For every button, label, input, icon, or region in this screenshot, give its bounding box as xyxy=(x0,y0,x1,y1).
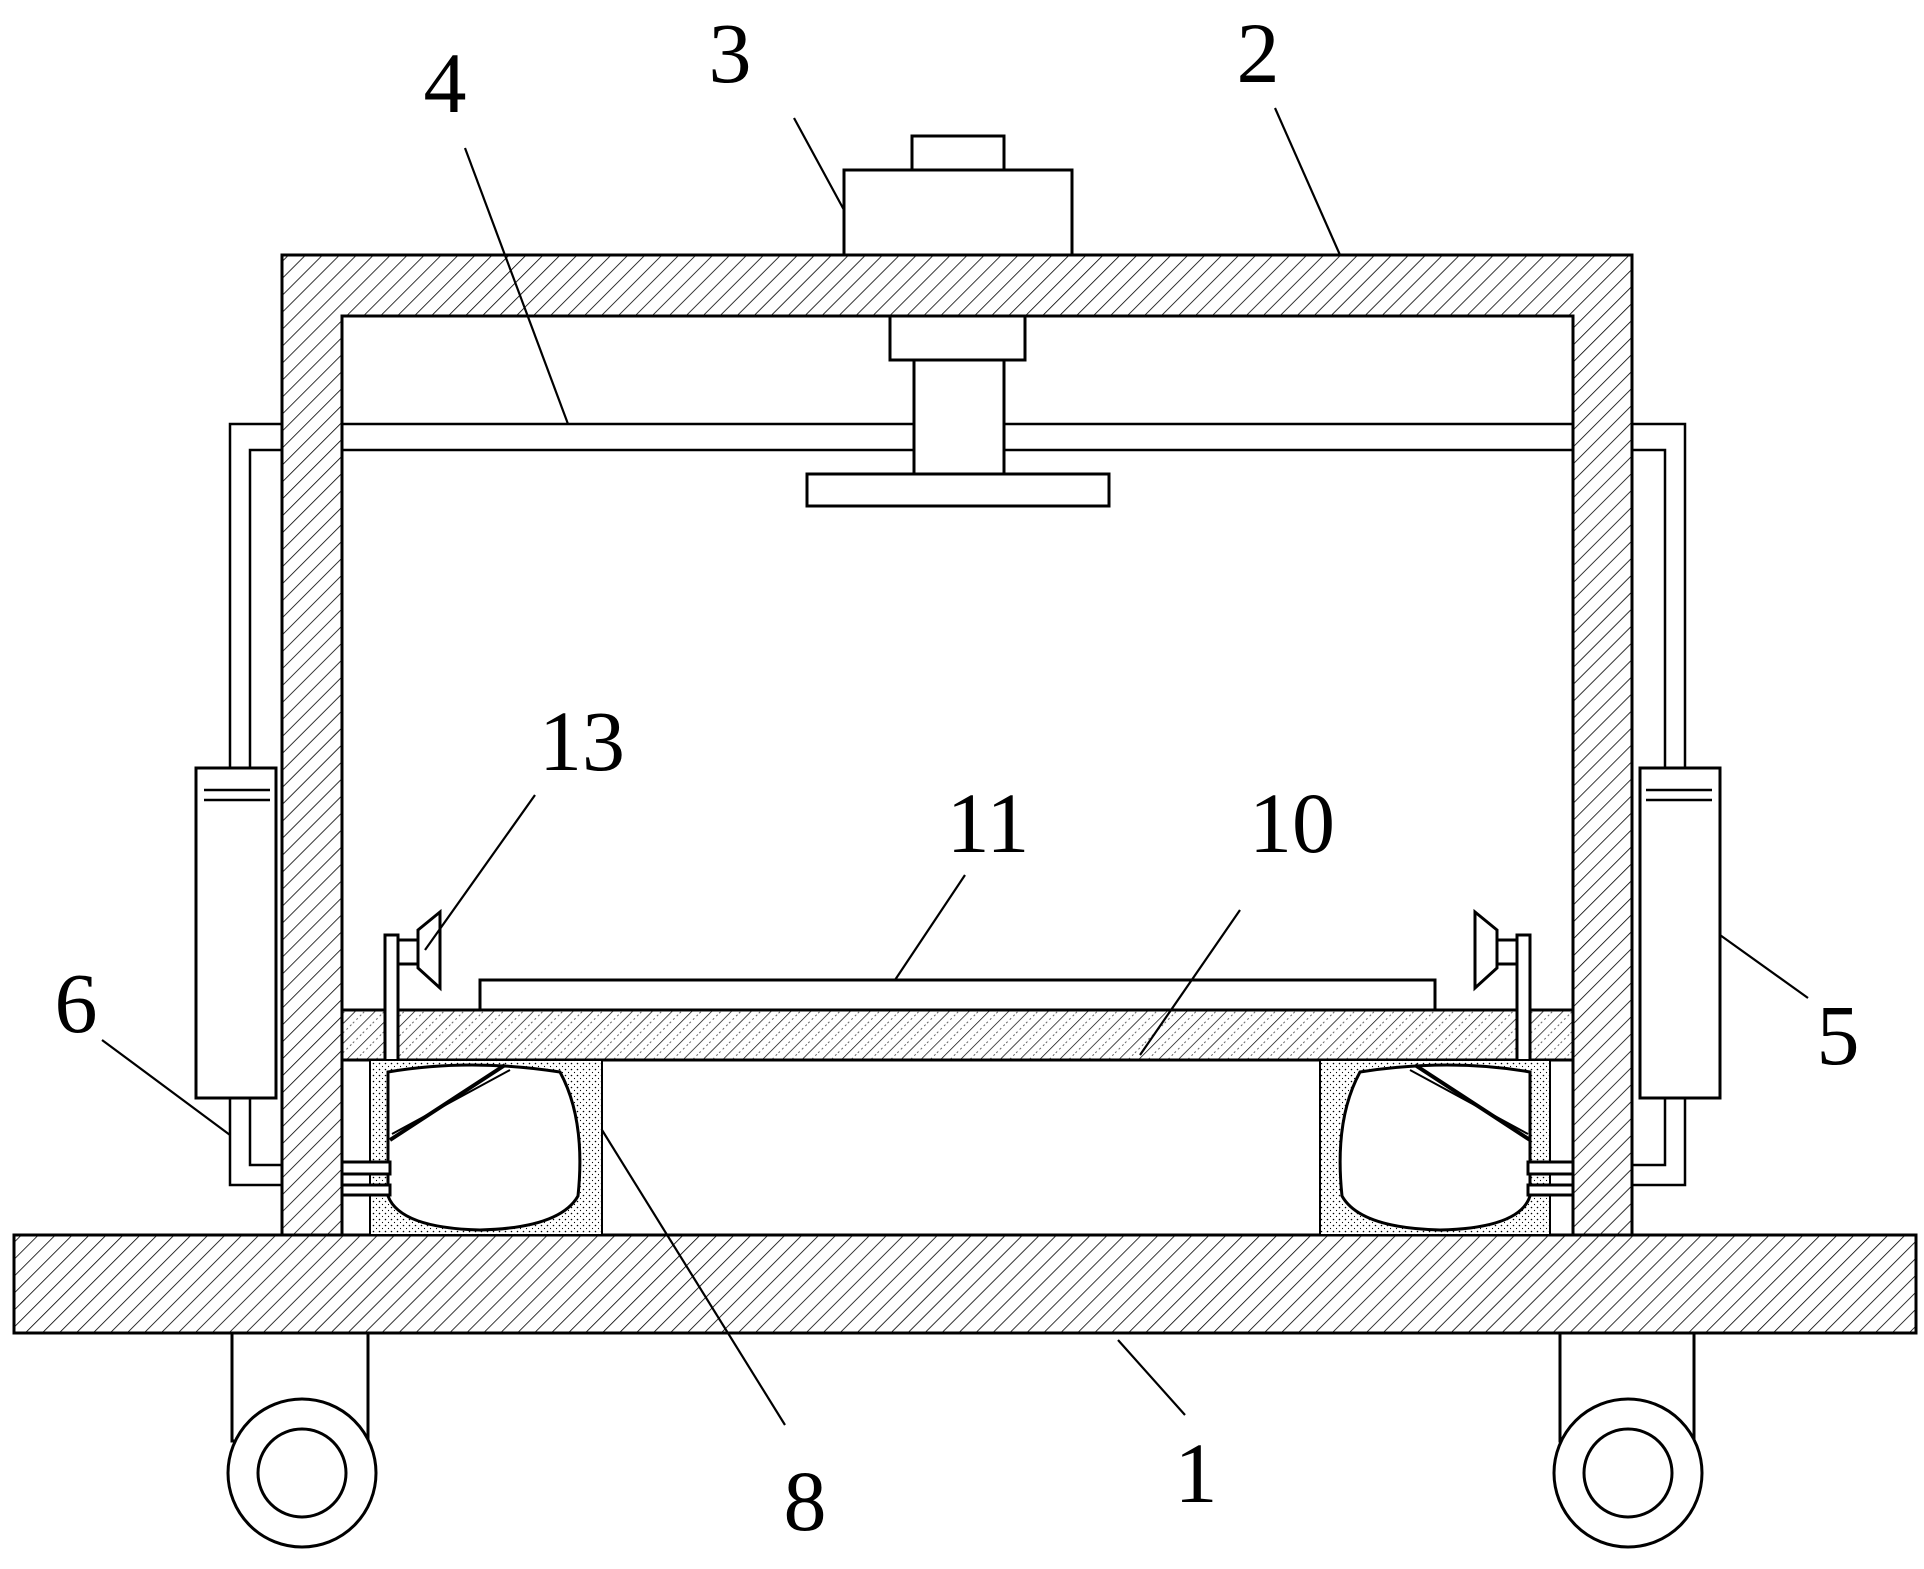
right-cylinder xyxy=(1632,422,1722,1187)
leader-8 xyxy=(601,1129,786,1426)
callout-11: 11 xyxy=(947,775,1030,871)
callout-2: 2 xyxy=(1237,5,1280,101)
leader-6 xyxy=(101,1039,231,1136)
callout-5: 5 xyxy=(1817,987,1860,1083)
spindle-assembly xyxy=(805,314,1111,508)
leader-5 xyxy=(1719,934,1809,999)
leader-10 xyxy=(1139,909,1241,1056)
callout-10: 10 xyxy=(1249,775,1335,871)
leader-2 xyxy=(1273,107,1342,256)
callout-13: 13 xyxy=(539,693,625,789)
right-clamp xyxy=(1473,908,1539,1087)
left-lower-support xyxy=(340,1059,603,1236)
motor xyxy=(842,134,1074,257)
left-wheel xyxy=(226,1331,378,1549)
left-cylinder xyxy=(194,422,282,1187)
leader-13 xyxy=(424,794,536,951)
frame xyxy=(280,253,1634,1237)
callout-8: 8 xyxy=(784,1453,827,1549)
leader-lines xyxy=(101,107,1809,1426)
base-plate xyxy=(12,1233,1918,1335)
leader-1 xyxy=(1117,1339,1186,1416)
callout-labels: 1 2 3 4 5 6 8 10 11 13 xyxy=(55,5,1860,1549)
callout-3: 3 xyxy=(709,5,752,101)
callout-6: 6 xyxy=(55,955,98,1051)
workpiece xyxy=(478,978,1437,1012)
leader-4 xyxy=(463,147,570,425)
guide-rail xyxy=(342,422,1573,452)
callout-1: 1 xyxy=(1175,1425,1218,1521)
leader-11 xyxy=(894,874,966,981)
left-clamp xyxy=(376,908,442,1087)
right-lower-support xyxy=(1319,1059,1575,1236)
right-wheel xyxy=(1552,1331,1704,1549)
leader-3 xyxy=(793,117,845,211)
callout-4: 4 xyxy=(424,35,467,131)
work-table xyxy=(340,1008,1575,1062)
